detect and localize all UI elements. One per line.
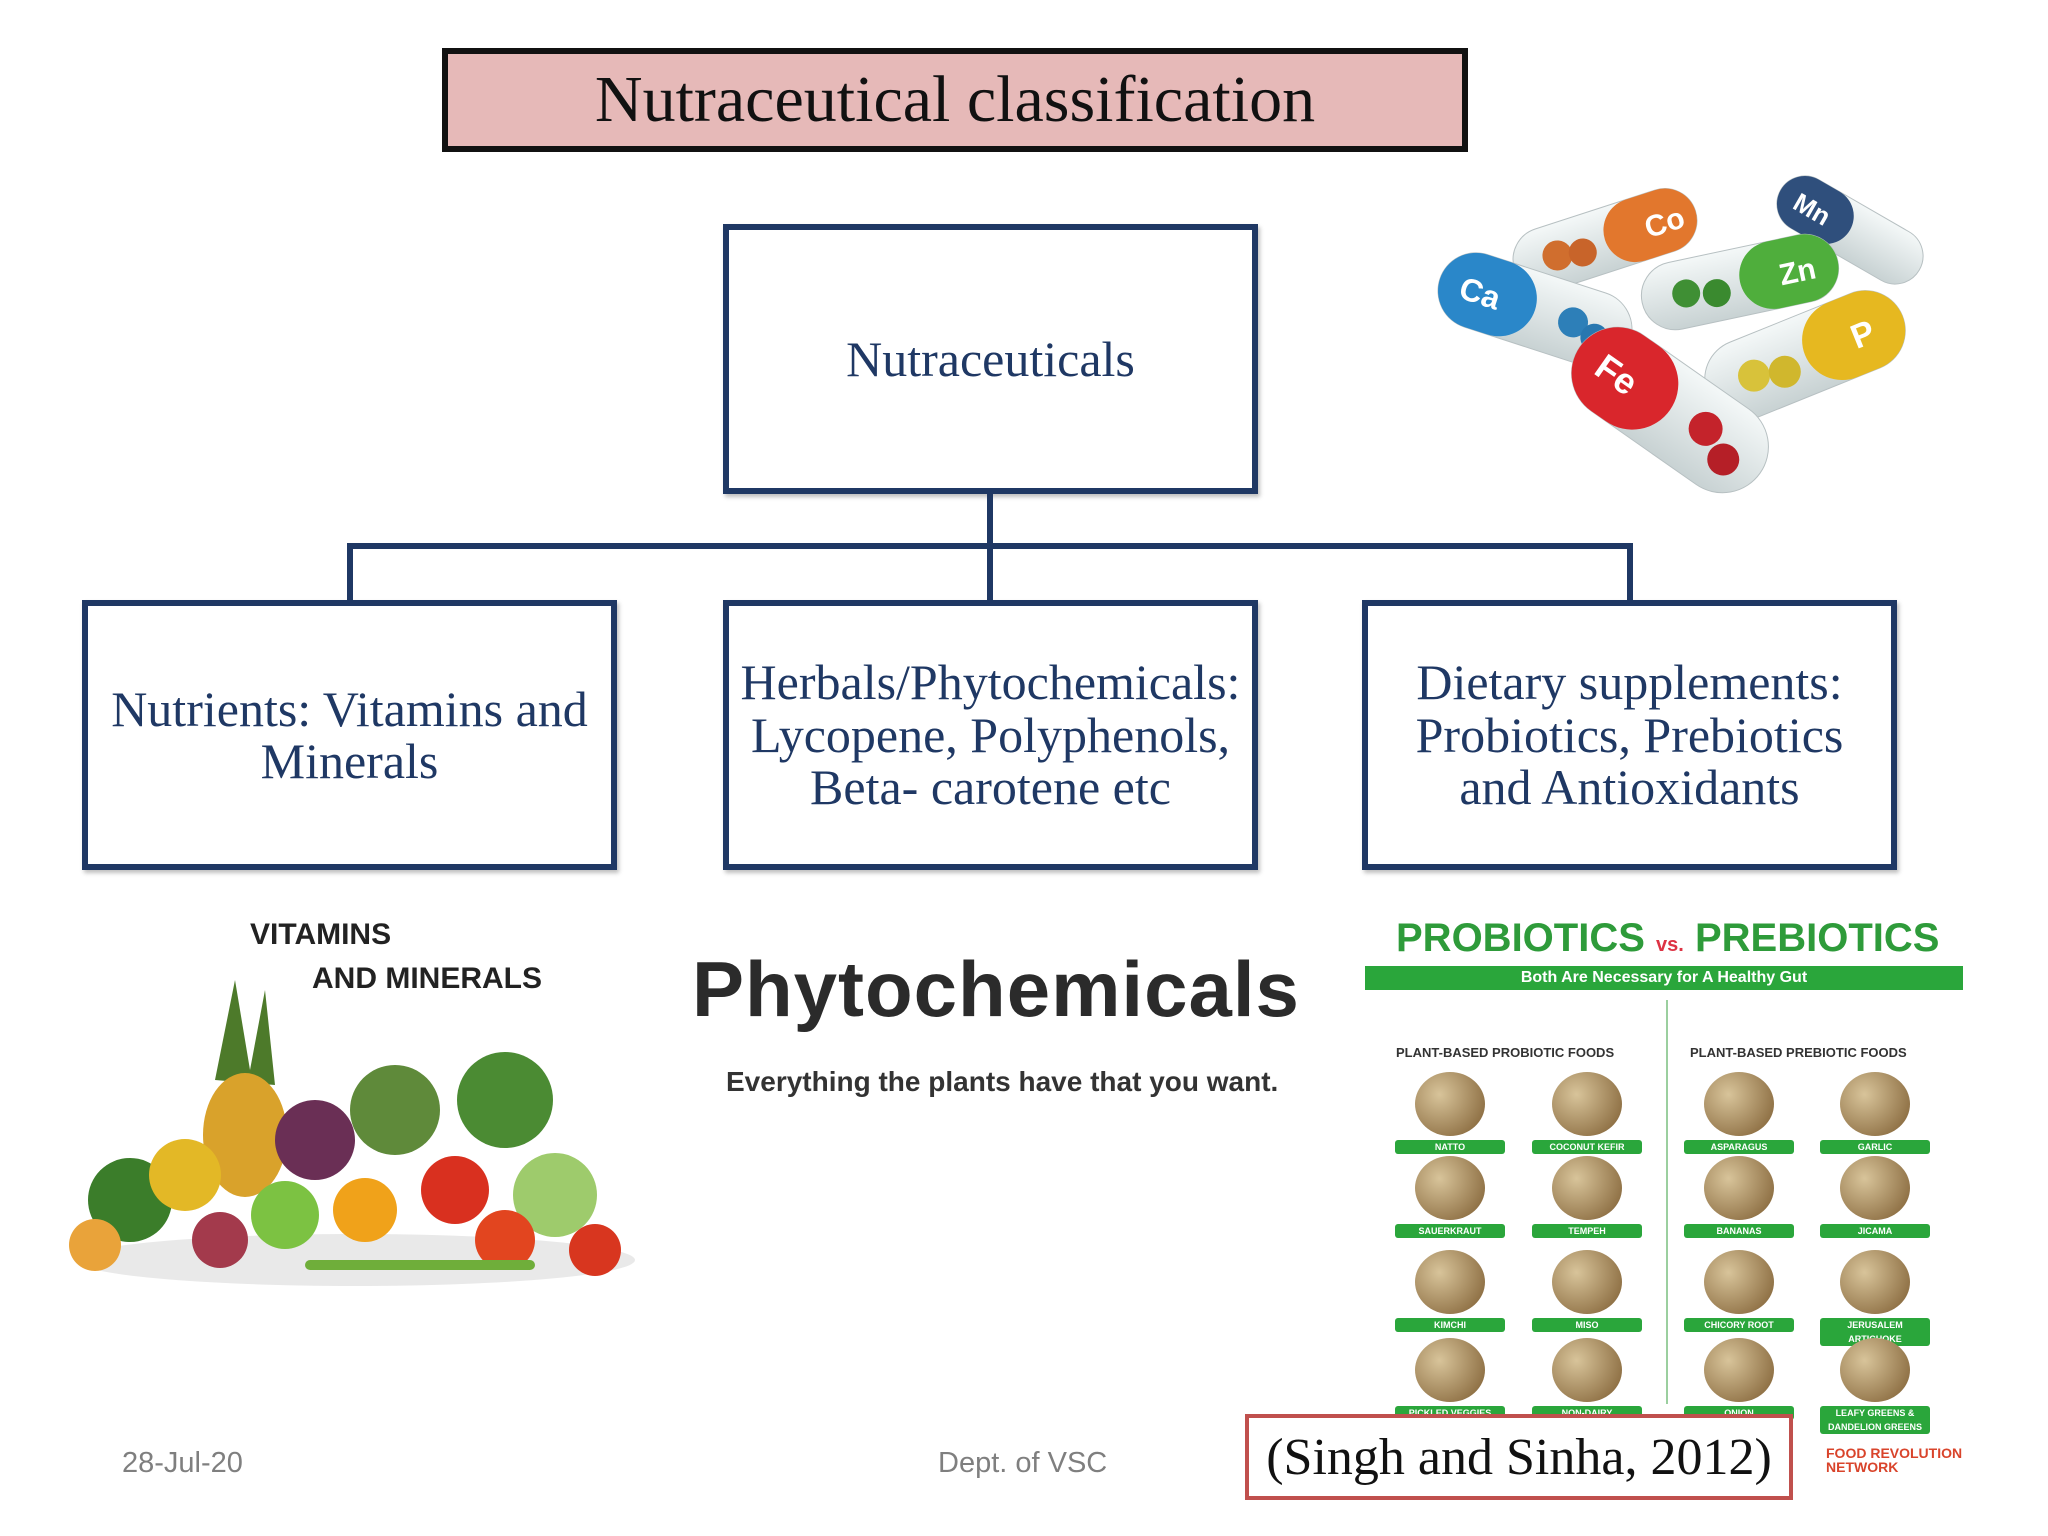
food-photo — [1840, 1156, 1910, 1220]
food-photo — [1415, 1156, 1485, 1220]
food-label: SAUERKRAUT — [1395, 1224, 1505, 1238]
node-line: Dietary supplements: — [1416, 654, 1843, 711]
probiotics-vs-prebiotics-title: PROBIOTICS vs. PREBIOTICS — [1396, 916, 1939, 961]
prebiotic-foods-heading: PLANT-BASED PREBIOTIC FOODS — [1690, 1045, 1907, 1060]
food-label: KIMCHI — [1395, 1318, 1505, 1332]
food-item: GARLIC — [1820, 1072, 1930, 1154]
food-label: NATTO — [1395, 1140, 1505, 1154]
citation-text: (Singh and Sinha, 2012) — [1266, 1428, 1772, 1486]
brand-line2: NETWORK — [1826, 1459, 1899, 1475]
footer-department: Dept. of VSC — [938, 1447, 1108, 1479]
food-photo — [1840, 1072, 1910, 1136]
mineral-capsules-image: Co Mn Zn Ca P Fe — [1437, 175, 1924, 494]
node-line: Minerals — [260, 733, 439, 789]
food-label: LEAFY GREENS & DANDELION GREENS — [1820, 1406, 1930, 1434]
food-item: PICKLED VEGGIES — [1395, 1338, 1505, 1420]
food-item: CHICORY ROOT — [1684, 1250, 1794, 1332]
diagram-node-supplements: Dietary supplements: Probiotics, Prebiot… — [1362, 600, 1897, 870]
food-item: BANANAS — [1684, 1156, 1794, 1238]
node-line: Lycopene, Polyphenols, — [750, 706, 1231, 763]
food-photo — [1704, 1338, 1774, 1402]
infographic-divider — [1666, 1000, 1668, 1404]
connector-right-down — [1627, 543, 1633, 600]
food-label: TEMPEH — [1532, 1224, 1642, 1238]
food-photo — [1704, 1072, 1774, 1136]
food-item: ASPARAGUS — [1684, 1072, 1794, 1154]
brand-line1: FOOD REVOLUTION — [1826, 1445, 1963, 1461]
node-line: Herbals/Phytochemicals: — [740, 654, 1241, 711]
node-line: Beta- carotene etc — [810, 759, 1171, 816]
food-photo — [1552, 1338, 1622, 1402]
food-photo — [1552, 1072, 1622, 1136]
food-photo — [1840, 1250, 1910, 1314]
food-item: NATTO — [1395, 1072, 1505, 1154]
phytochemicals-logo-word: Phytochemicals — [692, 945, 1300, 1033]
food-label: ASPARAGUS — [1684, 1140, 1794, 1154]
food-label: GARLIC — [1820, 1140, 1930, 1154]
vs-word: vs. — [1656, 934, 1684, 956]
probiotics-banner: Both Are Necessary for A Healthy Gut — [1365, 966, 1963, 990]
food-photo — [1552, 1156, 1622, 1220]
diagram-node-herbals: Herbals/Phytochemicals: Lycopene, Polyph… — [723, 600, 1258, 870]
node-line: and Antioxidants — [1459, 759, 1800, 816]
food-item: JICAMA — [1820, 1156, 1930, 1238]
citation-box: (Singh and Sinha, 2012) — [1245, 1414, 1793, 1500]
node-line: Probiotics, Prebiotics — [1415, 706, 1844, 763]
phytochemicals-tagline: Everything the plants have that you want… — [726, 1066, 1279, 1097]
slide-title-text: Nutraceutical classification — [594, 63, 1316, 136]
food-item: JERUSALEM ARTICHOKE — [1820, 1250, 1930, 1346]
food-photo — [1415, 1338, 1485, 1402]
diagram-node-nutrients: Nutrients: Vitamins and Minerals — [82, 600, 617, 870]
connector-root-down — [987, 494, 993, 546]
food-photo — [1552, 1250, 1622, 1314]
food-label: COCONUT KEFIR — [1532, 1140, 1642, 1154]
slide-title: Nutraceutical classification — [442, 48, 1468, 152]
food-item: NON-DAIRY — [1532, 1338, 1642, 1420]
food-photo — [1704, 1156, 1774, 1220]
footer-date: 28-Jul-20 — [122, 1447, 243, 1479]
vitamins-heading-line1: VITAMINS — [250, 918, 392, 951]
capsule-label-zn: Zn — [1776, 252, 1819, 292]
food-item: SAUERKRAUT — [1395, 1156, 1505, 1238]
food-item: ONION — [1684, 1338, 1794, 1420]
probiotics-word: PROBIOTICS — [1396, 916, 1645, 960]
diagram-root-node: Nutraceuticals — [723, 224, 1258, 494]
food-revolution-network-logo: FOOD REVOLUTION NETWORK — [1826, 1446, 1962, 1474]
probiotic-foods-heading: PLANT-BASED PROBIOTIC FOODS — [1396, 1045, 1615, 1060]
root-node-label: Nutraceuticals — [846, 330, 1135, 387]
food-item: KIMCHI — [1395, 1250, 1505, 1332]
vitamins-heading-line2: AND MINERALS — [312, 962, 542, 995]
node-line: Nutrients: Vitamins and — [111, 680, 588, 737]
fruits-vegetables-image — [69, 980, 635, 1286]
food-label: BANANAS — [1684, 1224, 1794, 1238]
food-label: MISO — [1532, 1318, 1642, 1332]
food-item: LEAFY GREENS & DANDELION GREENS — [1820, 1338, 1930, 1434]
food-photo — [1704, 1250, 1774, 1314]
food-photo — [1415, 1072, 1485, 1136]
food-item: COCONUT KEFIR — [1532, 1072, 1642, 1154]
food-label: CHICORY ROOT — [1684, 1318, 1794, 1332]
food-item: TEMPEH — [1532, 1156, 1642, 1238]
food-label: JICAMA — [1820, 1224, 1930, 1238]
food-photo — [1415, 1250, 1485, 1314]
connector-middle-down — [987, 543, 993, 600]
connector-left-down — [347, 543, 353, 600]
prebiotics-word: PREBIOTICS — [1694, 916, 1940, 960]
food-item: MISO — [1532, 1250, 1642, 1332]
food-photo — [1840, 1338, 1910, 1402]
